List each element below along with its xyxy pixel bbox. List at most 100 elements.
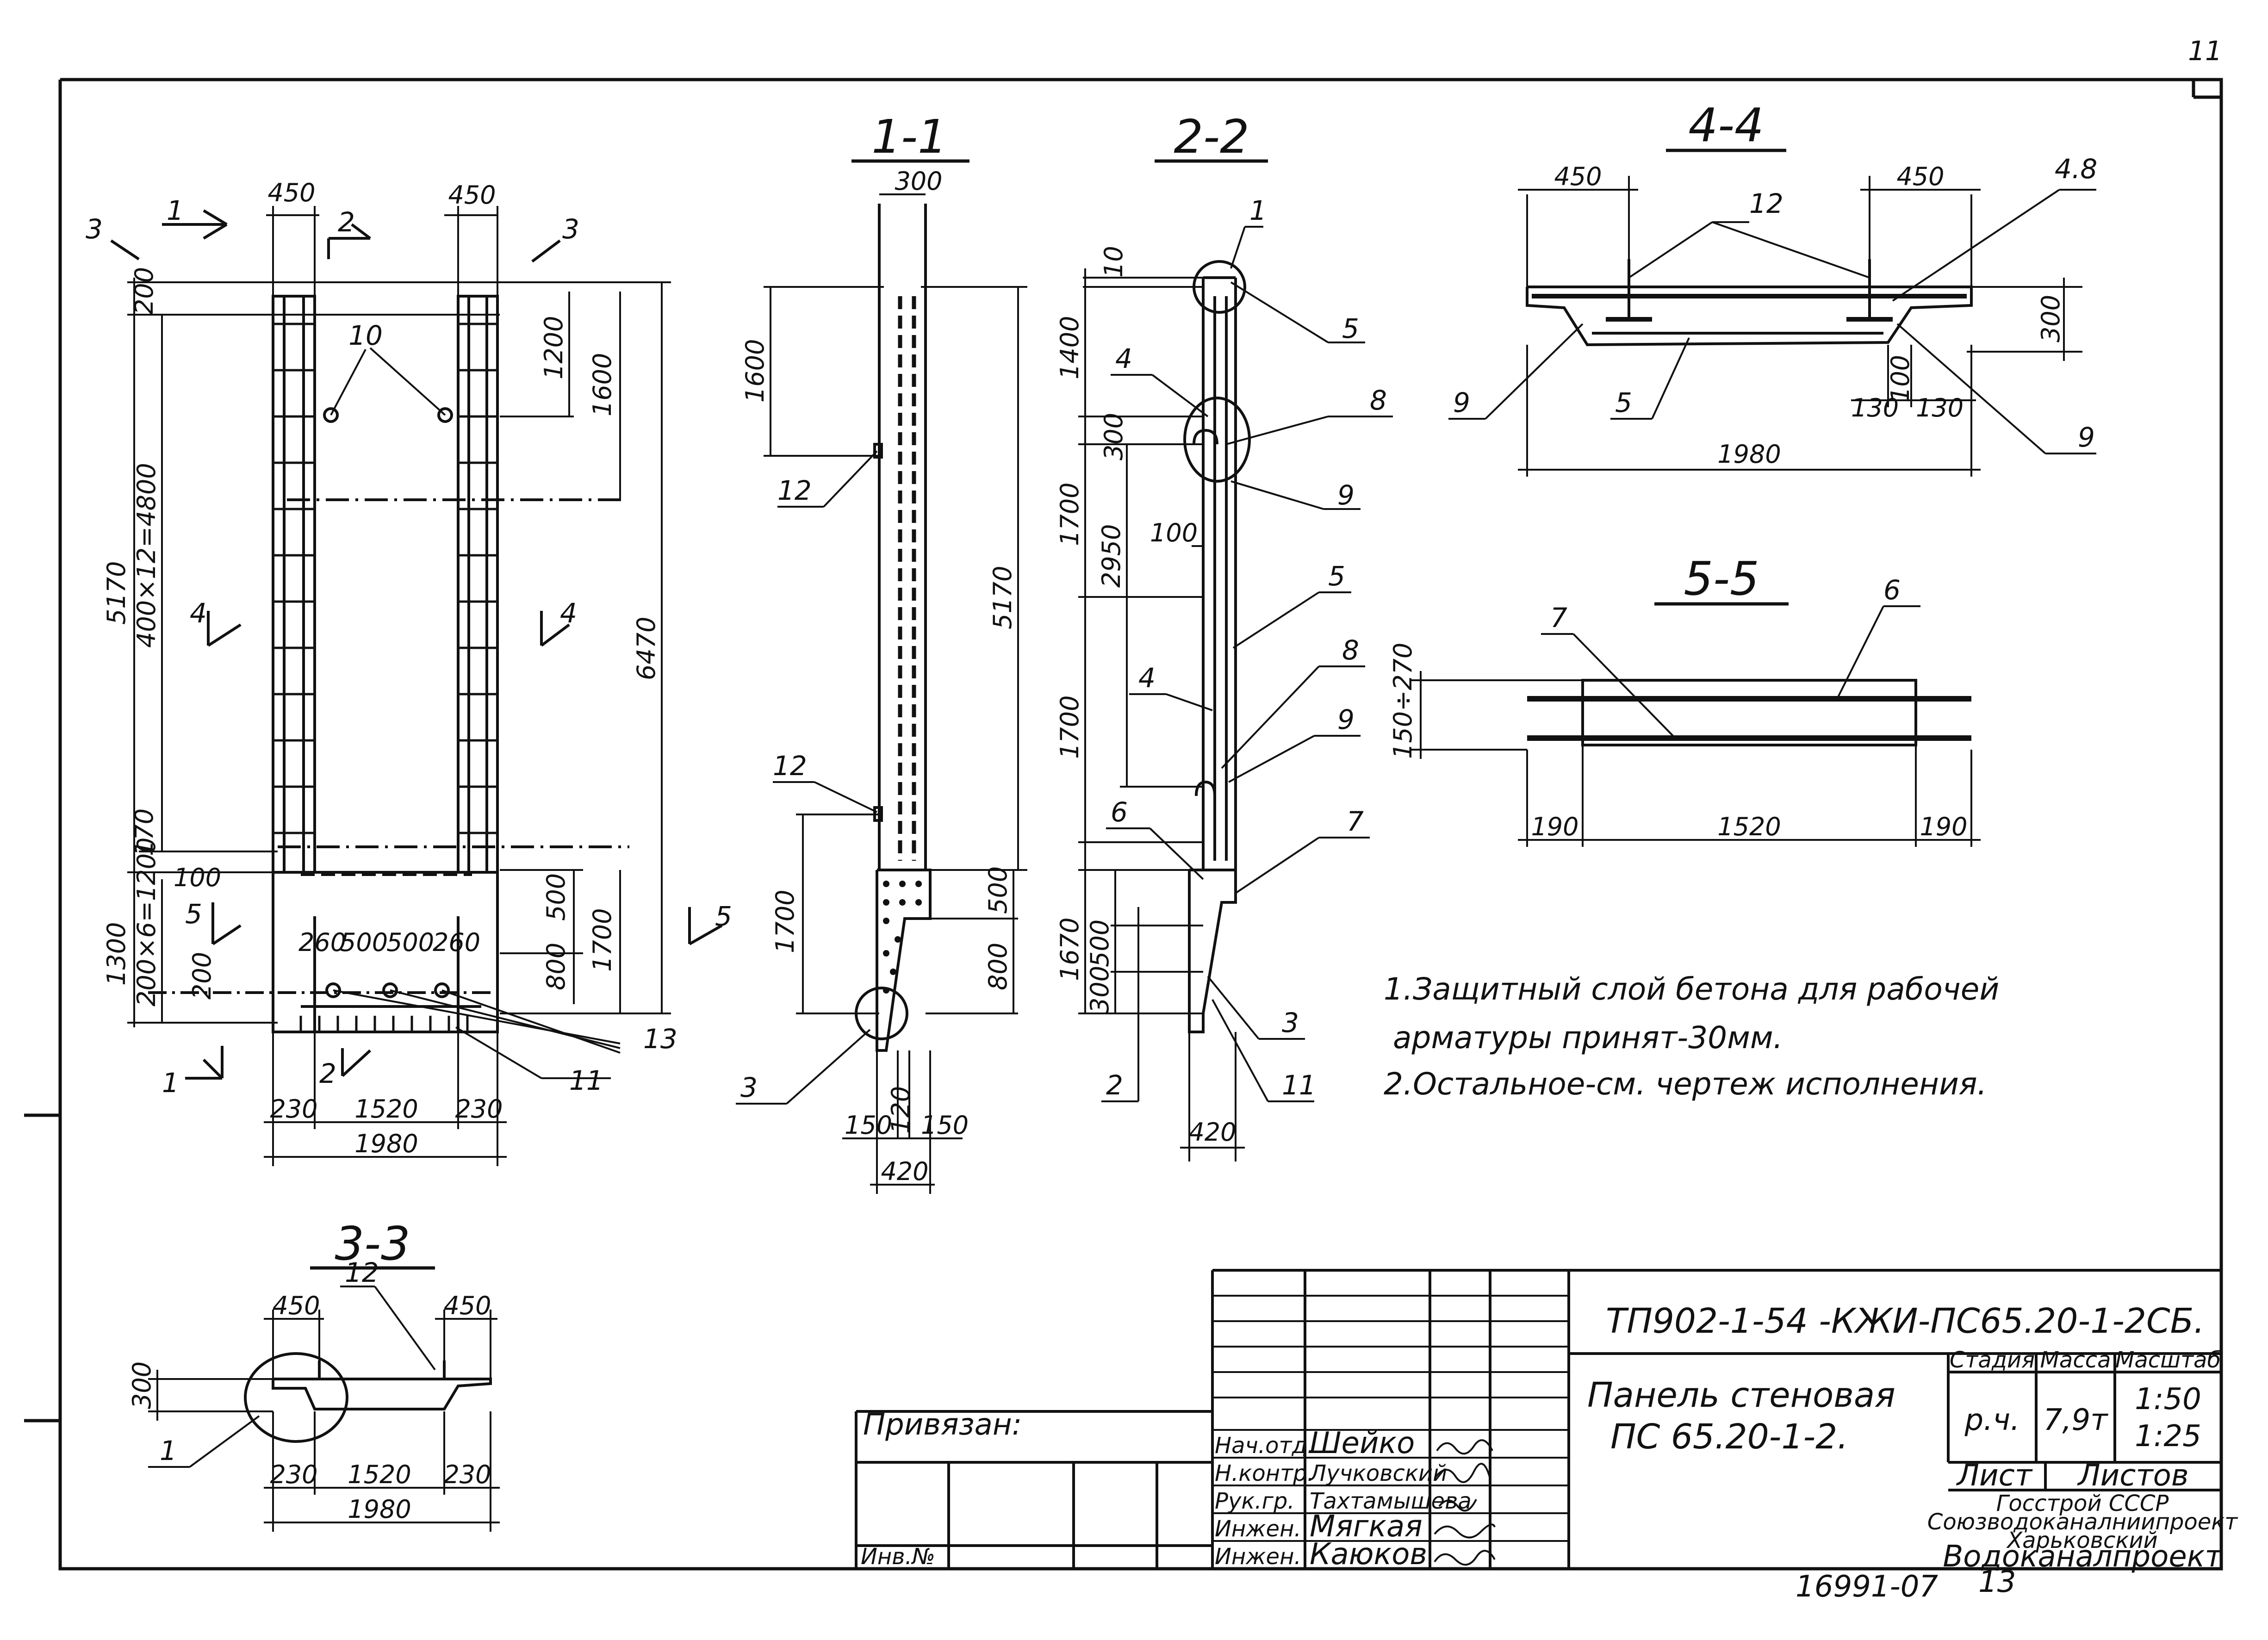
signature-2 [1434, 1463, 1491, 1483]
callout-11: 11 [569, 1065, 603, 1096]
sec22-dim-100: 100 [1150, 518, 1198, 547]
doc-code: ТП902-1-54 -КЖИ-ПС65.20-1-2СБ. [1606, 1301, 2205, 1341]
dim-1700-right: 1700 [588, 908, 617, 972]
sec44-callout-9-right: 9 [2078, 422, 2095, 453]
dim-1200-right: 1200 [539, 316, 568, 379]
sec44-dim-450-left: 450 [1554, 162, 1602, 191]
sec22-callout-4-top: 4 [1115, 343, 1132, 374]
scale-value-2: 1:25 [2135, 1419, 2201, 1454]
sec44-dim-130-b: 130 [1916, 393, 1964, 422]
staff-name-5: Каюков [1310, 1537, 1427, 1572]
sec11-callout-12-top: 12 [777, 475, 812, 506]
mass-header: Масса [2040, 1347, 2111, 1373]
sec22-callout-9-top: 9 [1337, 479, 1355, 511]
sec11-callout-12-bottom: 12 [773, 750, 807, 782]
signature-1 [1436, 1439, 1493, 1455]
section-titles [310, 149, 1789, 1270]
sheet-number: 11 [2188, 35, 2222, 67]
section-3-3: 450 450 12 300 1 230 1520 230 1980 [127, 1257, 500, 1532]
mass-value: 7,9т [2043, 1403, 2108, 1437]
sec22-dim-300-b: 300 [1085, 966, 1114, 1013]
marker-4-right: 4 [560, 597, 577, 629]
marker-1-top: 1 [167, 195, 184, 226]
sec33-dim-450-left: 450 [272, 1291, 320, 1320]
bound-label: Привязан: [863, 1408, 1022, 1442]
sec55-callout-6: 6 [1883, 574, 1901, 606]
org-line-3: Харьковский [2006, 1528, 2157, 1553]
dim-100: 100 [174, 863, 221, 892]
signature-5 [1434, 1550, 1496, 1566]
product-name-line-1: Панель стеновая [1587, 1375, 1895, 1415]
org-line-1: Госстрой СССР [1996, 1491, 2169, 1516]
sec44-dim-450-right: 450 [1896, 162, 1944, 191]
sec22-dim-1700-b: 1700 [1055, 696, 1084, 759]
dim-base-260-a: 260 [298, 928, 346, 957]
section-title-3-3: 3-3 [335, 1217, 410, 1271]
sec22-dim-500: 500 [1085, 919, 1114, 967]
staff-role-5: Инжен. [1215, 1544, 1301, 1570]
dim-200-base: 200 [187, 952, 217, 1000]
sec33-dim-1520: 1520 [348, 1460, 411, 1489]
dim-4800: 400×12=4800 [132, 463, 161, 648]
marker-2-top: 2 [338, 206, 355, 238]
dim-800-right: 800 [541, 943, 571, 990]
staff-role-2: Н.контр. [1215, 1460, 1314, 1486]
marker-3-right: 3 [562, 213, 579, 245]
sec22-callout-4-mid: 4 [1138, 662, 1156, 694]
sec44-dim-1980: 1980 [1717, 440, 1781, 469]
org-line-2: Союзводоканалниипроект [1927, 1509, 2238, 1535]
dim-5170: 5170 [102, 561, 131, 625]
dim-170: 170 [130, 808, 159, 856]
dim-base-500-a: 500 [340, 928, 388, 957]
sec22-callout-3: 3 [1282, 1007, 1299, 1038]
sec11-dim-1700: 1700 [770, 890, 800, 953]
sec11-dim-300: 300 [895, 167, 942, 196]
sec33-dim-230-b: 230 [443, 1460, 491, 1489]
sheet-label: Лист [1956, 1459, 2033, 1493]
staff-name-4: Мягкая [1310, 1510, 1423, 1544]
sec22-callout-8-top: 8 [1370, 385, 1387, 416]
scale-header: Масштаб [2115, 1347, 2221, 1373]
sec33-dim-230-a: 230 [270, 1460, 317, 1489]
staff-role-3: Рук.гр. [1215, 1488, 1295, 1514]
sec22-dim-1700-a: 1700 [1055, 483, 1084, 546]
sec44-dim-100: 100 [1886, 355, 1915, 403]
section-title-1-1: 1-1 [871, 110, 947, 164]
callout-13: 13 [643, 1023, 677, 1055]
stage-header: Стадия [1950, 1347, 2035, 1373]
sec11-dim-500: 500 [983, 866, 1013, 914]
org-line-4: Водоканалпроект [1943, 1540, 2223, 1574]
sheet-frame [24, 78, 2223, 1571]
title-block: ТП902-1-54 -КЖИ-ПС65.20-1-2СБ. Панель ст… [855, 1269, 2238, 1574]
dim-500-right: 500 [541, 873, 571, 921]
section-title-5-5: 5-5 [1684, 552, 1759, 606]
sec22-callout-6: 6 [1111, 796, 1128, 828]
sec22-dim-10: 10 [1099, 246, 1128, 278]
note-line-3: 2.Остальное-см. чертеж исполнения. [1384, 1066, 1987, 1102]
dim-bottom-230-a: 230 [270, 1094, 317, 1124]
sec11-dim-120: 120 [886, 1086, 915, 1134]
sec22-callout-5-mid: 5 [1328, 560, 1345, 592]
product-name-line-2: ПС 65.20-1-2. [1610, 1417, 1848, 1457]
sec22-callout-2: 2 [1106, 1069, 1123, 1101]
dim-bottom-1520: 1520 [354, 1094, 418, 1124]
signatures [1434, 1439, 1496, 1566]
sec11-callout-3: 3 [740, 1072, 758, 1103]
sec22-dim-2950: 2950 [1097, 524, 1126, 588]
sec44-callout-12: 12 [1749, 188, 1783, 219]
dim-top-450-left: 450 [267, 178, 315, 207]
section-title-4-4: 4-4 [1688, 98, 1764, 152]
section-title-2-2: 2-2 [1174, 110, 1249, 164]
marker-5-left: 5 [185, 898, 202, 930]
sec11-dim-150-a: 150 [845, 1111, 892, 1140]
sec22-dim-300: 300 [1099, 413, 1128, 460]
callout-10: 10 [348, 320, 383, 351]
general-notes: 1.Защитный слой бетона для рабочей армат… [1384, 971, 1999, 1102]
marker-3-left: 3 [86, 213, 103, 245]
dim-1200-base: 200×6=1200 [132, 838, 161, 1006]
sec33-dim-300: 300 [127, 1361, 156, 1409]
sheets-label: Листов [2077, 1459, 2188, 1493]
page-stamp: 13 [1978, 1565, 2016, 1599]
sec55-dim-190-b: 190 [1920, 812, 1967, 841]
marker-4-left: 4 [190, 597, 207, 629]
